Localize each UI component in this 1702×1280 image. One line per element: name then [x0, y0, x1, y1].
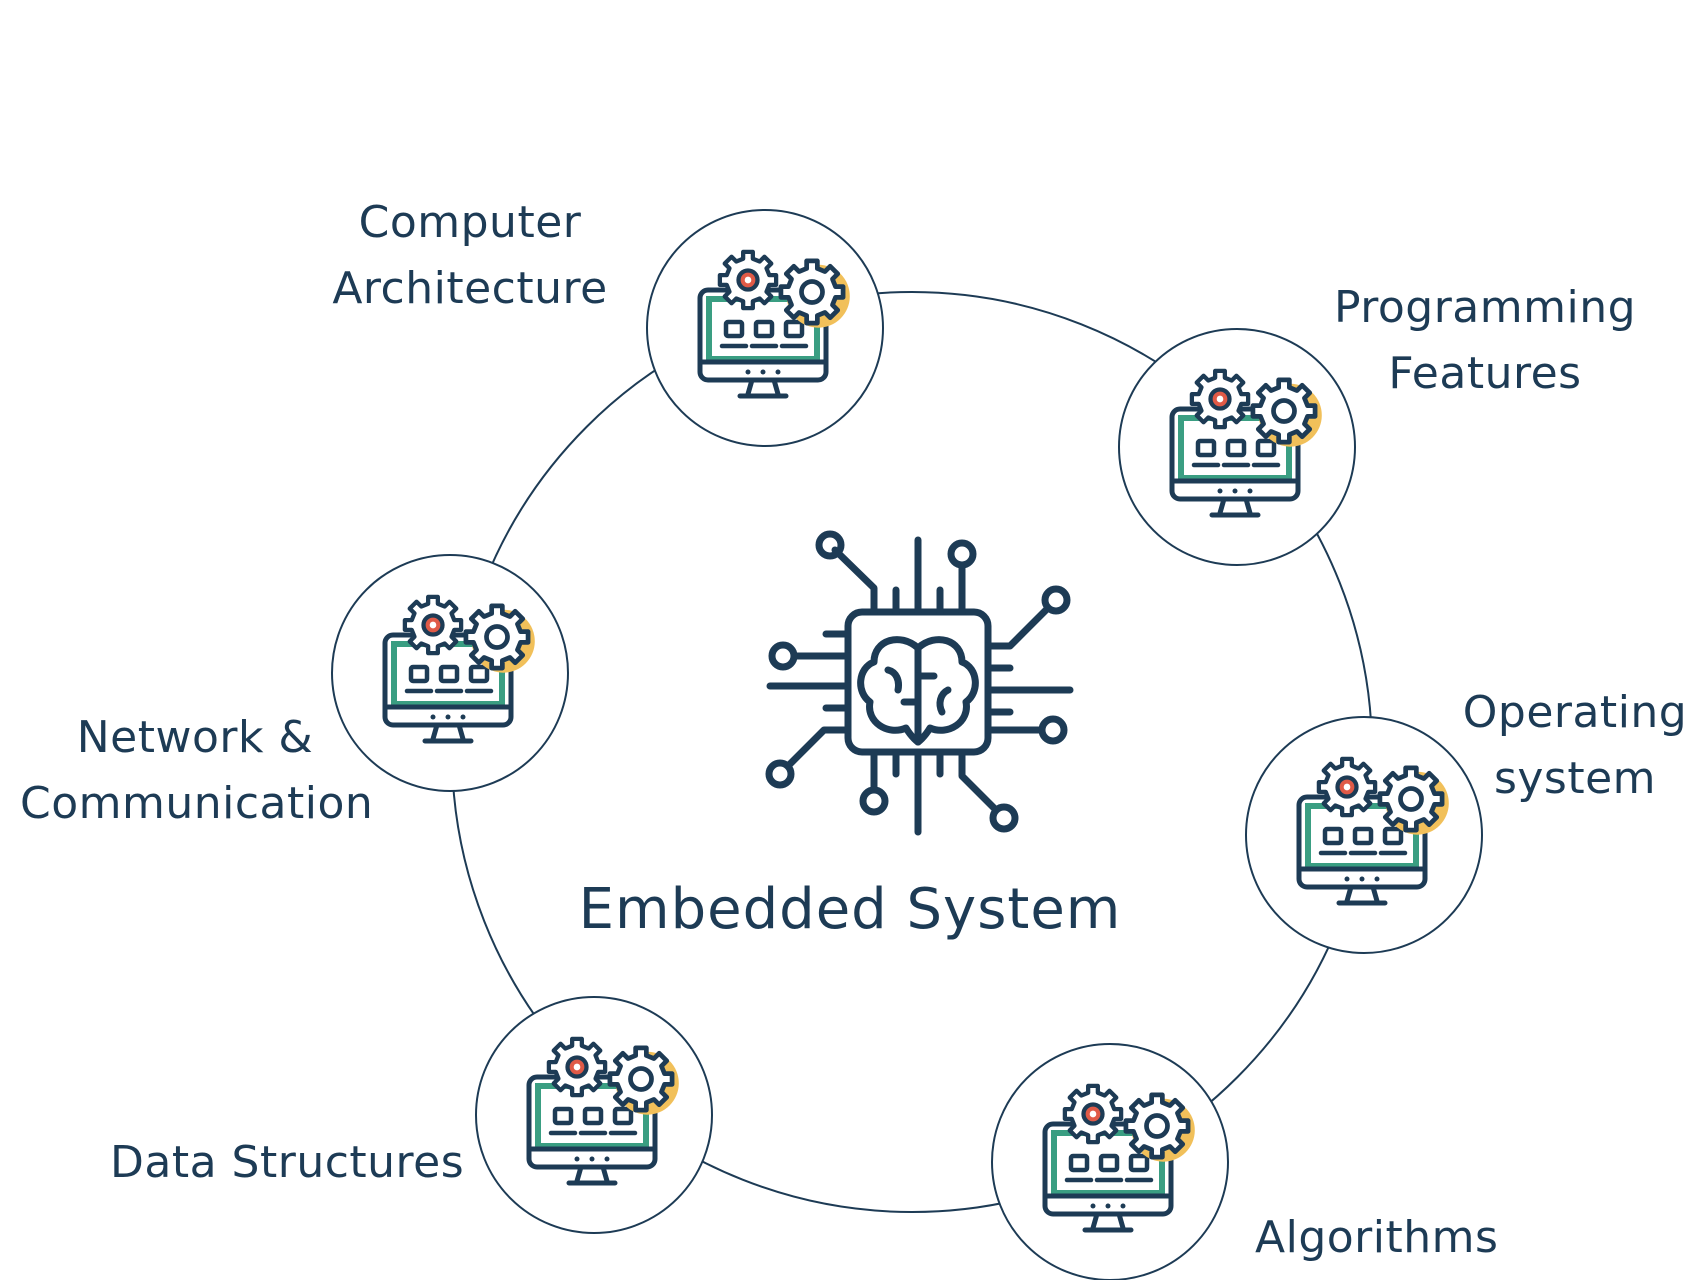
- node-label-data-structures: Data Structures: [110, 1130, 470, 1196]
- node-label-line: system: [1493, 753, 1657, 804]
- red-gear-icon: [1316, 756, 1378, 818]
- node-label-line: Programming: [1333, 282, 1637, 333]
- red-gear-icon: [1062, 1083, 1124, 1145]
- red-gear-icon: [717, 249, 779, 311]
- computer-gears-icon: [1042, 1083, 1195, 1233]
- node-label-network-communication: Network & Communication: [20, 705, 374, 837]
- node-label-algorithms: Algorithms: [1255, 1205, 1515, 1271]
- gear-icon: [463, 603, 535, 673]
- gear-icon: [607, 1045, 679, 1115]
- node-label-line: Data Structures: [110, 1137, 465, 1188]
- node-label-line: Operating: [1462, 687, 1688, 738]
- red-gear-icon: [546, 1036, 608, 1098]
- node-label-line: Computer: [358, 197, 582, 248]
- node-programming-features: [1118, 328, 1356, 566]
- node-label-line: Features: [1388, 348, 1582, 399]
- node-network-communication: [331, 554, 569, 792]
- node-data-structures: [475, 996, 713, 1234]
- computer-gears-icon: [382, 594, 535, 744]
- center-title: Embedded System: [578, 877, 1122, 942]
- red-gear-icon: [402, 594, 464, 656]
- computer-gears-icon: [526, 1036, 679, 1186]
- computer-gears-icon: [697, 249, 850, 399]
- node-algorithms: [991, 1043, 1229, 1280]
- node-operating-system: [1245, 716, 1483, 954]
- red-gear-icon: [1189, 368, 1251, 430]
- node-label-line: Architecture: [332, 263, 608, 314]
- gear-icon: [1250, 377, 1322, 447]
- node-label-line: Network &: [76, 712, 314, 763]
- node-computer-architecture: [646, 209, 884, 447]
- computer-gears-icon: [1169, 368, 1322, 518]
- gear-icon: [1377, 765, 1449, 835]
- gear-icon: [778, 258, 850, 328]
- chip-brain-icon: [765, 530, 1074, 836]
- node-label-line: Communication: [20, 778, 374, 829]
- gear-icon: [1123, 1092, 1195, 1162]
- node-label-operating-system: Operating system: [1450, 680, 1700, 812]
- computer-gears-icon: [1296, 756, 1449, 906]
- node-label-line: Algorithms: [1255, 1212, 1499, 1263]
